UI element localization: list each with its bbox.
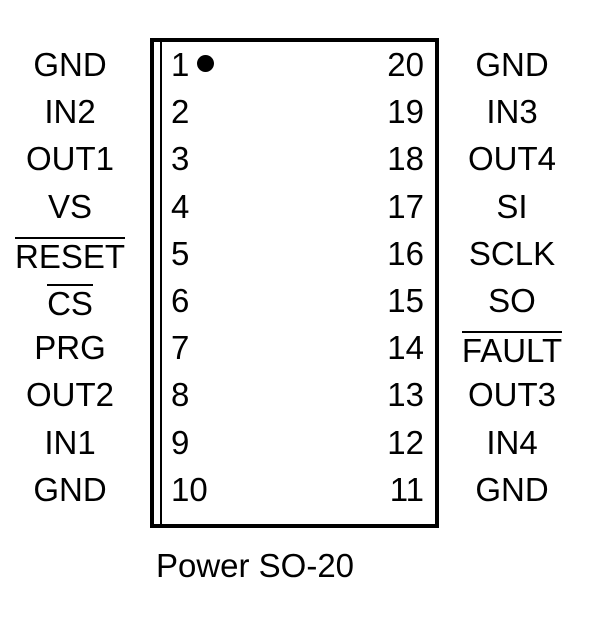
left-pin-10-name: GND [33, 470, 107, 508]
left-pin-5-name: RESET [0, 236, 140, 275]
left-pin-8-name: OUT2 [25, 376, 114, 414]
left-pin-4-number: 4 [171, 187, 190, 225]
package-caption: Power SO-20 [155, 547, 355, 584]
right-pin-17-name: SI [496, 187, 528, 225]
left-pin-6-name: CS [0, 284, 140, 322]
right-pin-14-overbar: FAULT [461, 331, 563, 370]
left-pin-2-name: IN2 [44, 93, 96, 131]
right-pin-11-number: 11 [389, 470, 424, 508]
right-pin-19-name: IN3 [486, 93, 538, 131]
right-pin-12-name: IN4 [486, 423, 538, 461]
right-pin-19-number: 19 [387, 93, 424, 131]
right-pin-14-name: FAULT [442, 331, 582, 369]
right-pin-15-number: 15 [387, 282, 424, 319]
left-pin-4-name: VS [47, 187, 93, 225]
left-pin-3-name: OUT1 [25, 140, 114, 178]
left-pin-1-number: 1 [171, 46, 190, 83]
package-outline [150, 38, 439, 528]
right-pin-14-number: 14 [387, 329, 424, 367]
left-pin-9-number: 9 [171, 423, 190, 461]
left-pin-7-name: PRG [34, 329, 106, 367]
right-pin-17-number: 17 [387, 187, 424, 225]
right-pin-16-name: SCLK [468, 234, 556, 272]
left-pin-1-name: GND [33, 46, 107, 83]
left-pin-10-number: 10 [171, 470, 208, 508]
left-pin-2-number: 2 [171, 93, 190, 131]
left-pin-7-number: 7 [171, 329, 190, 367]
pin1-indicator-dot [197, 55, 214, 72]
left-pin-5-overbar: RESET [14, 236, 126, 275]
right-pin-18-number: 18 [387, 140, 424, 178]
right-pin-16-number: 16 [387, 234, 424, 272]
left-pin-3-number: 3 [171, 140, 190, 178]
left-pin-8-number: 8 [171, 376, 190, 414]
package-inner-line [160, 42, 162, 524]
right-pin-12-number: 12 [387, 423, 424, 461]
right-pin-13-name: OUT3 [467, 376, 556, 414]
right-pin-13-number: 13 [387, 376, 424, 414]
left-pin-9-name: IN1 [44, 423, 96, 461]
left-pin-6-overbar: CS [47, 284, 93, 322]
right-pin-18-name: OUT4 [467, 140, 556, 178]
left-pin-6-number: 6 [171, 282, 190, 319]
right-pin-15-name: SO [488, 282, 536, 319]
left-pin-5-number: 5 [171, 234, 190, 272]
right-pin-20-number: 20 [387, 46, 424, 83]
right-pin-20-name: GND [475, 46, 549, 83]
right-pin-11-name: GND [475, 470, 549, 508]
